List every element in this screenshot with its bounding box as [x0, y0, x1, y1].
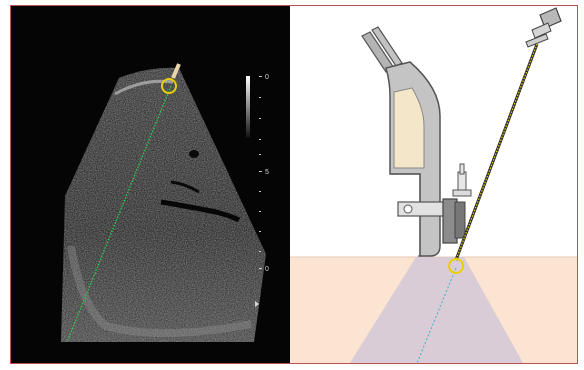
ultrasound-image: 0 5 0	[11, 6, 290, 363]
grayscale-bar	[246, 76, 250, 138]
ultrasound-image-panel: 0 5 0	[11, 6, 290, 363]
needle-guide-diagram	[290, 6, 577, 363]
needle-hub-icon	[526, 8, 561, 47]
depth-label-5: 5	[265, 169, 269, 176]
depth-label-0: 0	[265, 74, 269, 81]
needle-guide-diagram-panel	[290, 6, 577, 363]
depth-label-10: 0	[265, 266, 269, 273]
figure-frame: 0 5 0	[10, 5, 578, 364]
ultrasound-probe-icon	[362, 27, 440, 256]
